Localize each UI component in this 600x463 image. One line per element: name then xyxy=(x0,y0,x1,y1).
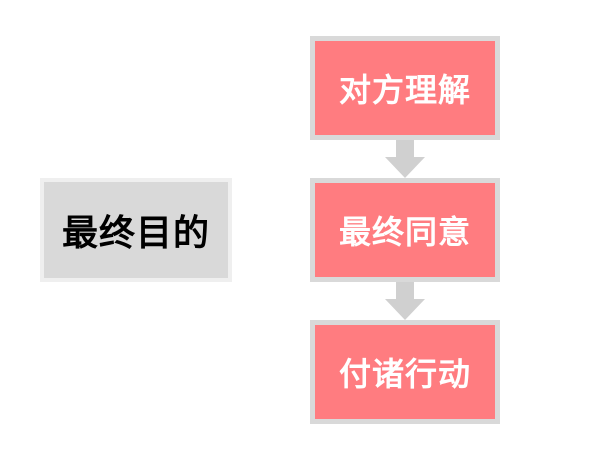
step-label: 付诸行动 xyxy=(338,355,471,393)
step-box-action: 付诸行动 xyxy=(310,320,500,424)
goal-label: 最终目的 xyxy=(61,213,210,254)
down-arrow-icon xyxy=(385,140,425,178)
step-label: 对方理解 xyxy=(338,71,471,109)
goal-box: 最终目的 xyxy=(40,178,232,282)
step-box-understanding: 对方理解 xyxy=(310,36,500,140)
down-arrow-icon xyxy=(385,282,425,320)
step-label: 最终同意 xyxy=(338,213,471,251)
step-box-agreement: 最终同意 xyxy=(310,178,500,282)
